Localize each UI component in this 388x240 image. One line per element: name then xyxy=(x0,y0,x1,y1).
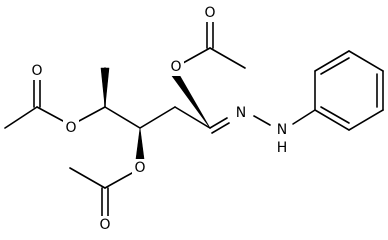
bond-c5-c4 xyxy=(104,106,141,129)
amine-hydrogen-label: H xyxy=(277,140,288,156)
wedge-c2-o-top xyxy=(171,75,211,129)
bond-layer xyxy=(4,19,384,217)
bond-c3-c2 xyxy=(174,106,211,129)
bond-nh-phenyl xyxy=(292,109,316,125)
carbonyl-oxygen-left-label: O xyxy=(31,63,42,79)
bond-ring-6 xyxy=(314,109,350,131)
amine-nitrogen-label: N xyxy=(277,122,287,138)
bond-carbonyl-c-methyl-left xyxy=(4,106,38,129)
bond-ring-inner-3 xyxy=(320,106,350,124)
bond-o-carbonyl-c-left xyxy=(36,106,64,122)
atom-label-layer: O O O O O O N N H xyxy=(29,4,290,234)
ester-oxygen-left-label: O xyxy=(65,120,76,136)
bond-c2-n-single xyxy=(209,117,228,129)
bond-c4-c3 xyxy=(139,106,176,129)
carbonyl-oxygen-bottom-label: O xyxy=(99,217,110,233)
bond-carbonyl-c-methyl-bottom xyxy=(69,167,106,189)
bond-n-n xyxy=(253,115,271,126)
wedge-c5-methyl xyxy=(100,67,110,108)
wedge-c4-o-bottom xyxy=(135,127,145,160)
bond-o-carbonyl-c-bottom xyxy=(104,172,133,189)
bond-ring-5 xyxy=(348,109,384,131)
bond-c5-o-left xyxy=(78,106,106,122)
bond-c2-n-double xyxy=(211,122,230,134)
bond-ring-2 xyxy=(314,50,350,72)
ester-oxygen-bottom-label: O xyxy=(134,160,145,176)
imine-nitrogen-label: N xyxy=(236,105,246,121)
bond-ring-inner-1 xyxy=(320,57,350,75)
ester-oxygen-top-label: O xyxy=(170,59,181,75)
bond-ring-3 xyxy=(348,50,384,72)
carbonyl-oxygen-top-label: O xyxy=(204,5,215,21)
bond-o-carbonyl-c-top xyxy=(182,47,211,64)
bond-carbonyl-c-methyl-top xyxy=(209,47,246,69)
